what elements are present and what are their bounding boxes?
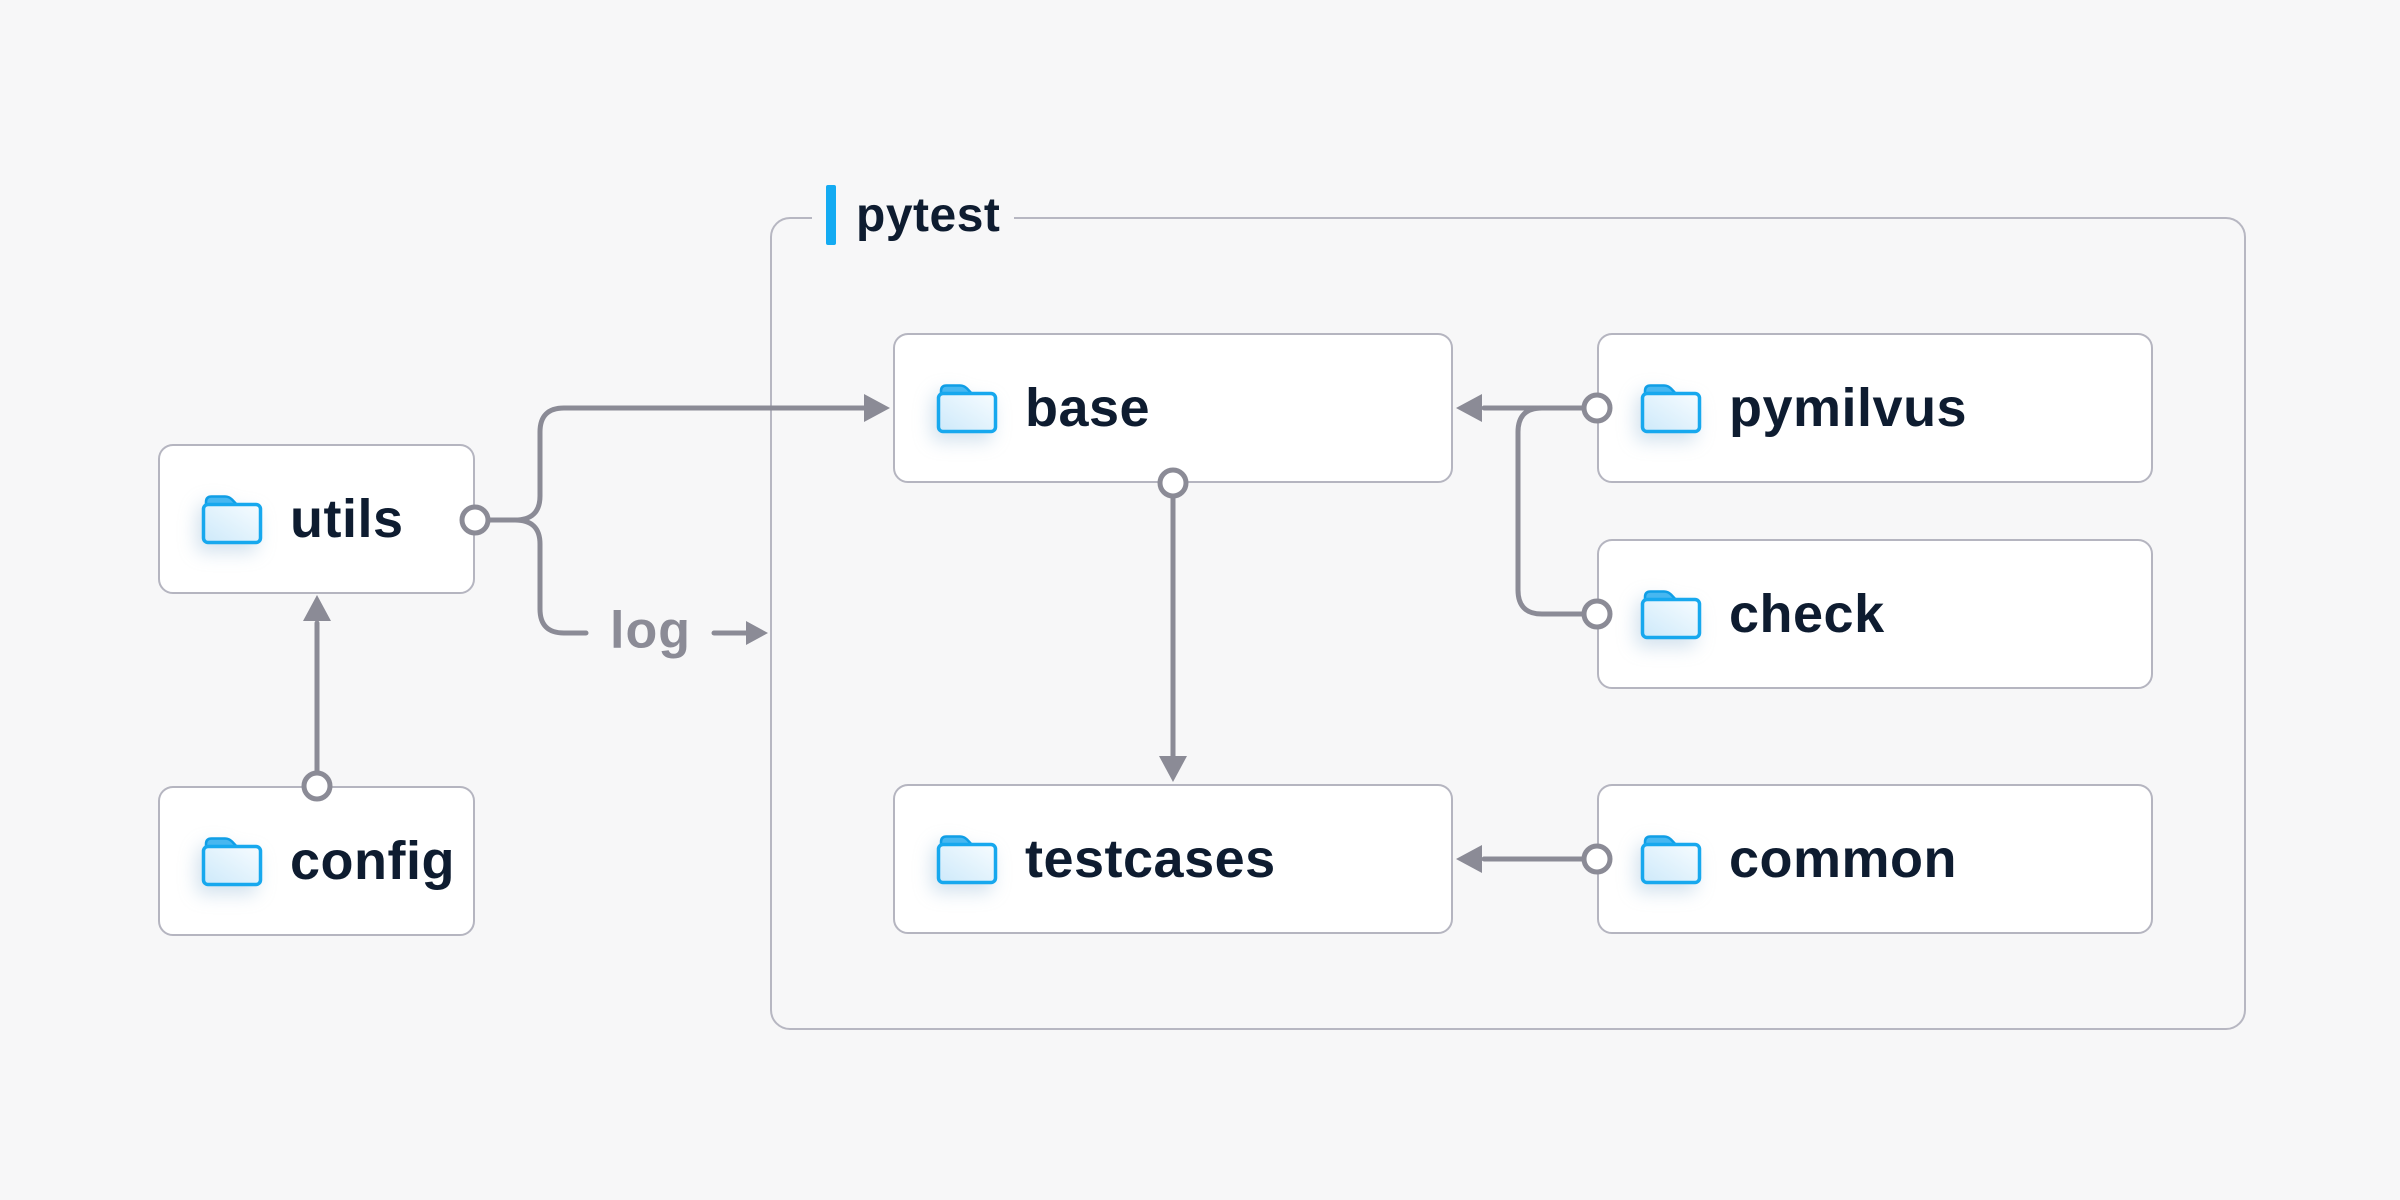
node-label: base xyxy=(1025,378,1151,438)
edge-label-log: log xyxy=(610,601,691,660)
pytest-group-label: pytest xyxy=(812,184,1015,246)
group-label-text: pytest xyxy=(856,188,1001,242)
folder-icon xyxy=(201,836,263,886)
node-check: check xyxy=(1597,539,2153,689)
node-label: pymilvus xyxy=(1729,378,1968,438)
node-testcases: testcases xyxy=(893,784,1453,934)
node-utils: utils xyxy=(158,444,475,594)
edge-utils-to-log xyxy=(512,517,589,636)
node-base: base xyxy=(893,333,1453,483)
folder-icon xyxy=(1640,383,1702,433)
folder-icon xyxy=(1640,834,1702,884)
node-label: common xyxy=(1729,829,1958,889)
node-label: check xyxy=(1729,584,1885,644)
folder-icon xyxy=(936,834,998,884)
folder-icon xyxy=(201,494,263,544)
arrowhead-into-utils xyxy=(303,595,331,621)
node-label: config xyxy=(290,831,455,891)
node-common: common xyxy=(1597,784,2153,934)
node-pymilvus: pymilvus xyxy=(1597,333,2153,483)
pytest-group-box xyxy=(770,217,2246,1030)
node-label: utils xyxy=(290,489,404,549)
node-label: testcases xyxy=(1025,829,1276,889)
folder-icon xyxy=(1640,589,1702,639)
node-config: config xyxy=(158,786,475,936)
arrowhead-log-into-group xyxy=(746,621,768,645)
accent-bar-icon xyxy=(826,185,836,245)
folder-icon xyxy=(936,383,998,433)
